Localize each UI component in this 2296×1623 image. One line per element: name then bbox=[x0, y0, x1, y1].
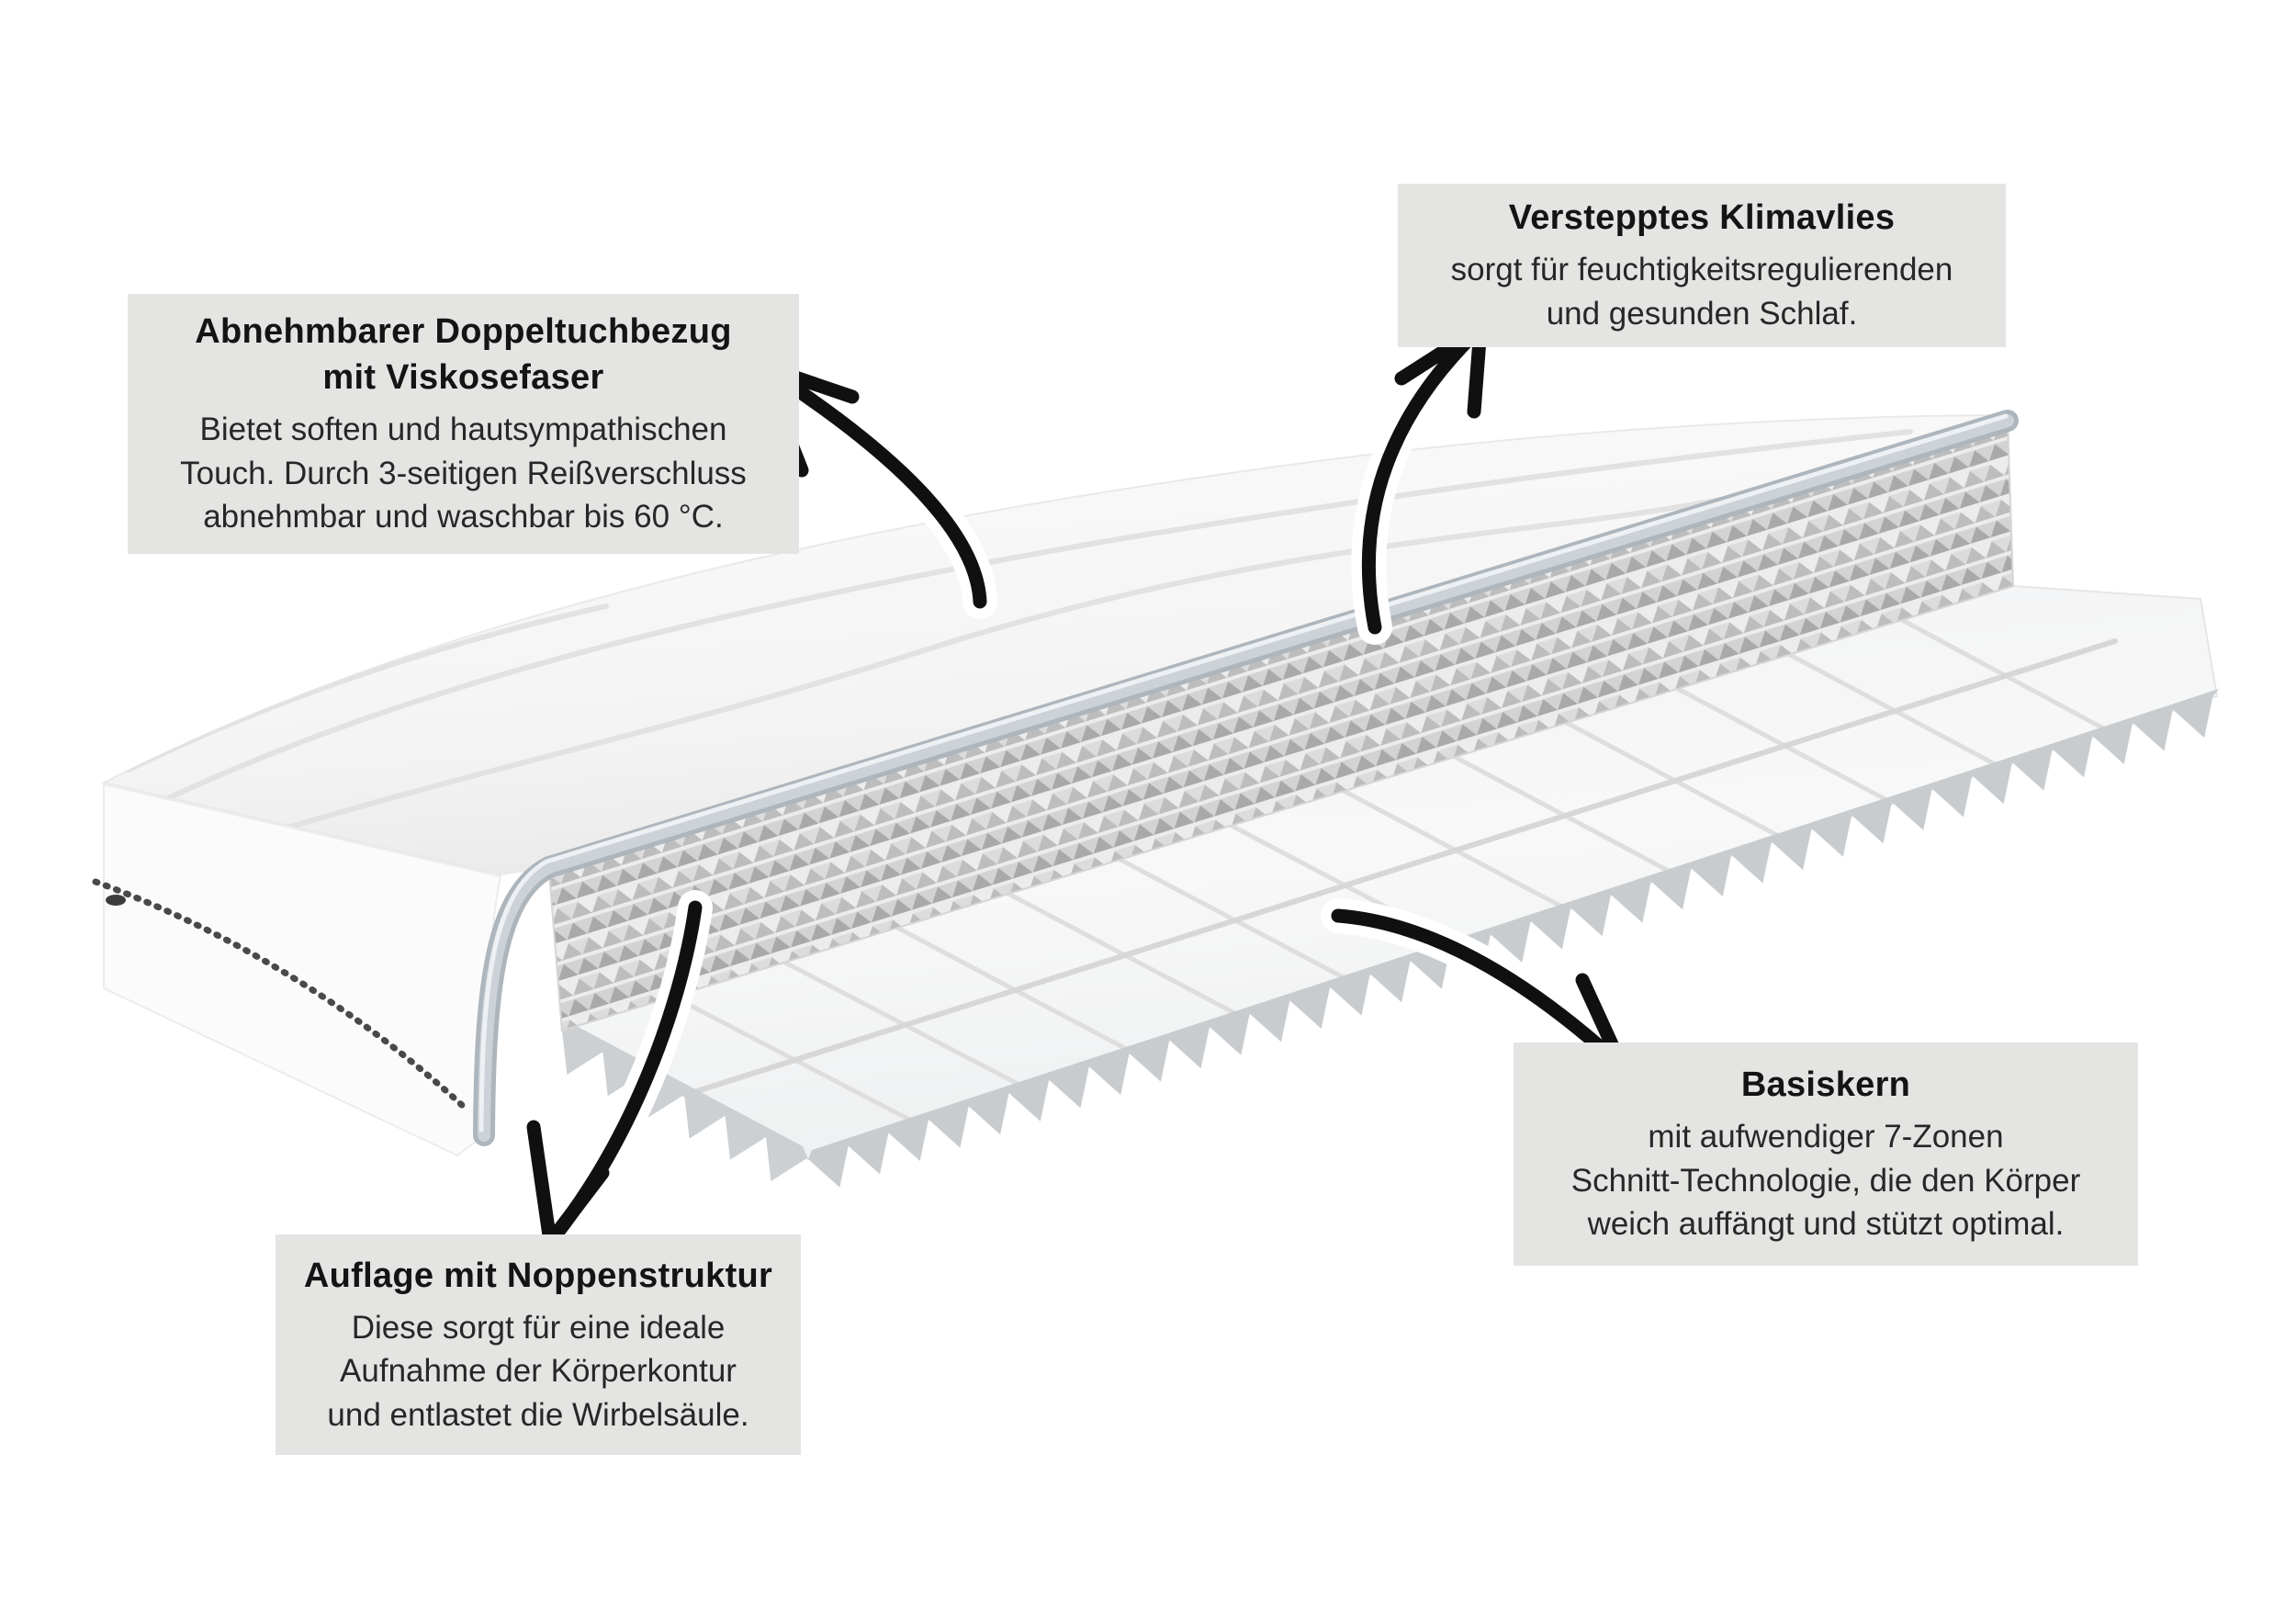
base-core-layer bbox=[559, 584, 2219, 1188]
callout-klimavlies-box: Verstepptes Klimavlies sorgt für feuchti… bbox=[1398, 184, 2006, 347]
callout-klimavlies-title: Verstepptes Klimavlies bbox=[1508, 198, 1896, 238]
core-teeth-edge bbox=[808, 689, 2219, 1188]
zipper-line bbox=[92, 878, 467, 1110]
callout-noppen-title: Auflage mit Noppenstruktur bbox=[303, 1256, 773, 1295]
callout-noppen-box: Auflage mit Noppenstruktur Diese sorgt f… bbox=[276, 1234, 801, 1455]
zone-groove-lines bbox=[670, 617, 2118, 1126]
center-cut-groove bbox=[682, 638, 2118, 1098]
cover-piping-edge bbox=[473, 410, 2019, 1146]
cover-quilted-top bbox=[101, 413, 2009, 876]
noppen-callout-arrow bbox=[516, 890, 713, 1259]
callout-basiskern-title: Basiskern bbox=[1740, 1065, 1911, 1105]
zipper-pull bbox=[106, 895, 126, 906]
core-left-teeth-edge bbox=[562, 1021, 808, 1181]
